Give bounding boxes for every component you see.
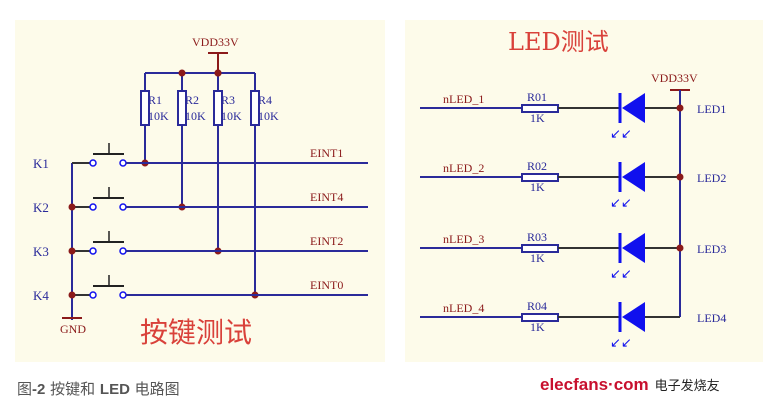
light-emission-arrows-icon: ↙↙ xyxy=(610,196,632,211)
led-circuit: LED测试 VDD33V nLED_1 R01 1K ↙↙ LED1 nLED_2 R02 1… xyxy=(420,28,726,351)
switch-contact xyxy=(89,291,97,299)
elecfans-logo: elecfans·com 电子发烧友 xyxy=(540,375,720,395)
light-emission-arrows-icon: ↙↙ xyxy=(610,127,632,142)
led-resistor-value: 1K xyxy=(530,251,545,265)
key-label: K4 xyxy=(33,288,49,303)
resistor-body xyxy=(177,90,187,126)
switch-contact xyxy=(119,291,127,299)
led-icon xyxy=(622,233,645,263)
led-net-label: nLED_3 xyxy=(443,232,484,246)
switch-contact xyxy=(89,203,97,211)
led-resistor-value: 1K xyxy=(530,180,545,194)
led-net-label: nLED_1 xyxy=(443,92,484,106)
resistor-body xyxy=(140,90,150,126)
signal-label: EINT4 xyxy=(310,190,343,204)
led-label: LED2 xyxy=(697,171,726,185)
junction-dot xyxy=(676,244,684,252)
led-test-title: LED测试 xyxy=(508,28,609,56)
light-emission-arrows-icon: ↙↙ xyxy=(610,267,632,282)
led-icon xyxy=(622,162,645,192)
led-resistor-name: R03 xyxy=(527,230,547,244)
led-icon xyxy=(622,93,645,123)
led-resistor-name: R01 xyxy=(527,90,547,104)
led-vdd-label: VDD33V xyxy=(651,71,698,85)
junction-dot xyxy=(68,203,76,211)
caption-number: -2 xyxy=(32,381,46,398)
resistor-name: R1 xyxy=(148,93,162,107)
resistor-value: 10K xyxy=(148,109,169,123)
led-resistor-value: 1K xyxy=(530,320,545,334)
switch-contact xyxy=(89,159,97,167)
led-label: LED3 xyxy=(697,242,726,256)
resistor-name: R2 xyxy=(185,93,199,107)
junction-dot xyxy=(178,69,186,77)
led-label: LED4 xyxy=(697,311,726,325)
logo-brand: elecfans·com xyxy=(540,375,649,394)
resistor-value: 10K xyxy=(258,109,279,123)
signal-label: EINT2 xyxy=(310,234,343,248)
switch-contact xyxy=(119,159,127,167)
caption-prefix: 图 xyxy=(17,380,33,398)
resistor-name: R3 xyxy=(221,93,235,107)
key-label: K2 xyxy=(33,200,49,215)
led-resistor-name: R02 xyxy=(527,159,547,173)
caption-text2: 电路图 xyxy=(129,380,180,398)
resistor-body xyxy=(250,90,260,126)
junction-dot xyxy=(68,247,76,255)
junction-dot xyxy=(676,173,684,181)
junction-dot xyxy=(68,291,76,299)
resistor-value: 10K xyxy=(221,109,242,123)
resistor-body xyxy=(213,90,223,126)
led-net-label: nLED_2 xyxy=(443,161,484,175)
key-panel-background xyxy=(15,20,385,362)
key-circuit: VDD33V GND 按键测试 R110KR210KR310KR410KK1EI… xyxy=(33,35,368,349)
led-resistor-name: R04 xyxy=(527,299,547,313)
caption-text1: 按键和 xyxy=(45,380,100,398)
led-resistor-value: 1K xyxy=(530,111,545,125)
led-icon xyxy=(622,302,645,332)
key-test-title: 按键测试 xyxy=(140,316,252,349)
caption-led: LED xyxy=(99,381,130,398)
junction-dot xyxy=(676,104,684,112)
switch-contact xyxy=(89,247,97,255)
switch-contact xyxy=(119,203,127,211)
gnd-label: GND xyxy=(60,322,86,336)
led-label: LED1 xyxy=(697,102,726,116)
signal-label: EINT1 xyxy=(310,146,343,160)
signal-label: EINT0 xyxy=(310,278,343,292)
vdd-label: VDD33V xyxy=(192,35,239,49)
figure-caption: 图-2 按键和 LED 电路图 xyxy=(17,378,180,399)
logo-cn: 电子发烧友 xyxy=(654,379,720,394)
key-label: K3 xyxy=(33,244,49,259)
light-emission-arrows-icon: ↙↙ xyxy=(610,336,632,351)
switch-contact xyxy=(119,247,127,255)
led-net-label: nLED_4 xyxy=(443,301,484,315)
junction-dot xyxy=(214,69,222,77)
led-panel-background xyxy=(405,20,763,362)
resistor-value: 10K xyxy=(185,109,206,123)
key-label: K1 xyxy=(33,156,49,171)
resistor-name: R4 xyxy=(258,93,272,107)
